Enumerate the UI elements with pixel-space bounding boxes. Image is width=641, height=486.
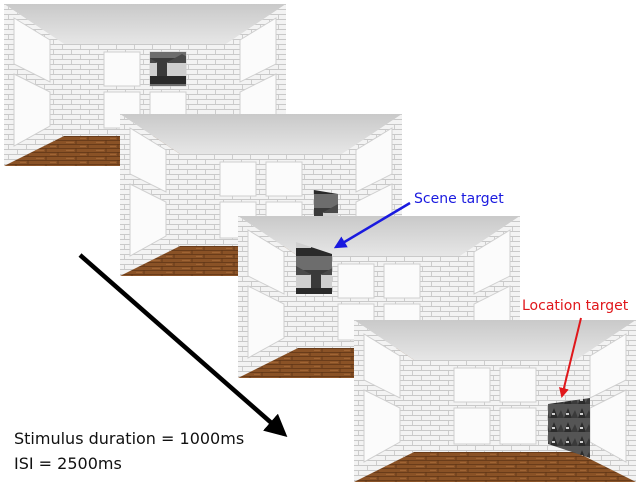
location-target-label: Location target (522, 298, 628, 314)
scene-4-room (354, 320, 636, 482)
isi-label: ISI = 2500ms (14, 454, 122, 473)
stimulus-duration-label: Stimulus duration = 1000ms (14, 429, 244, 448)
house-photo (150, 52, 186, 86)
house-photo (314, 190, 338, 218)
scene-target-label: Scene target (414, 191, 504, 207)
